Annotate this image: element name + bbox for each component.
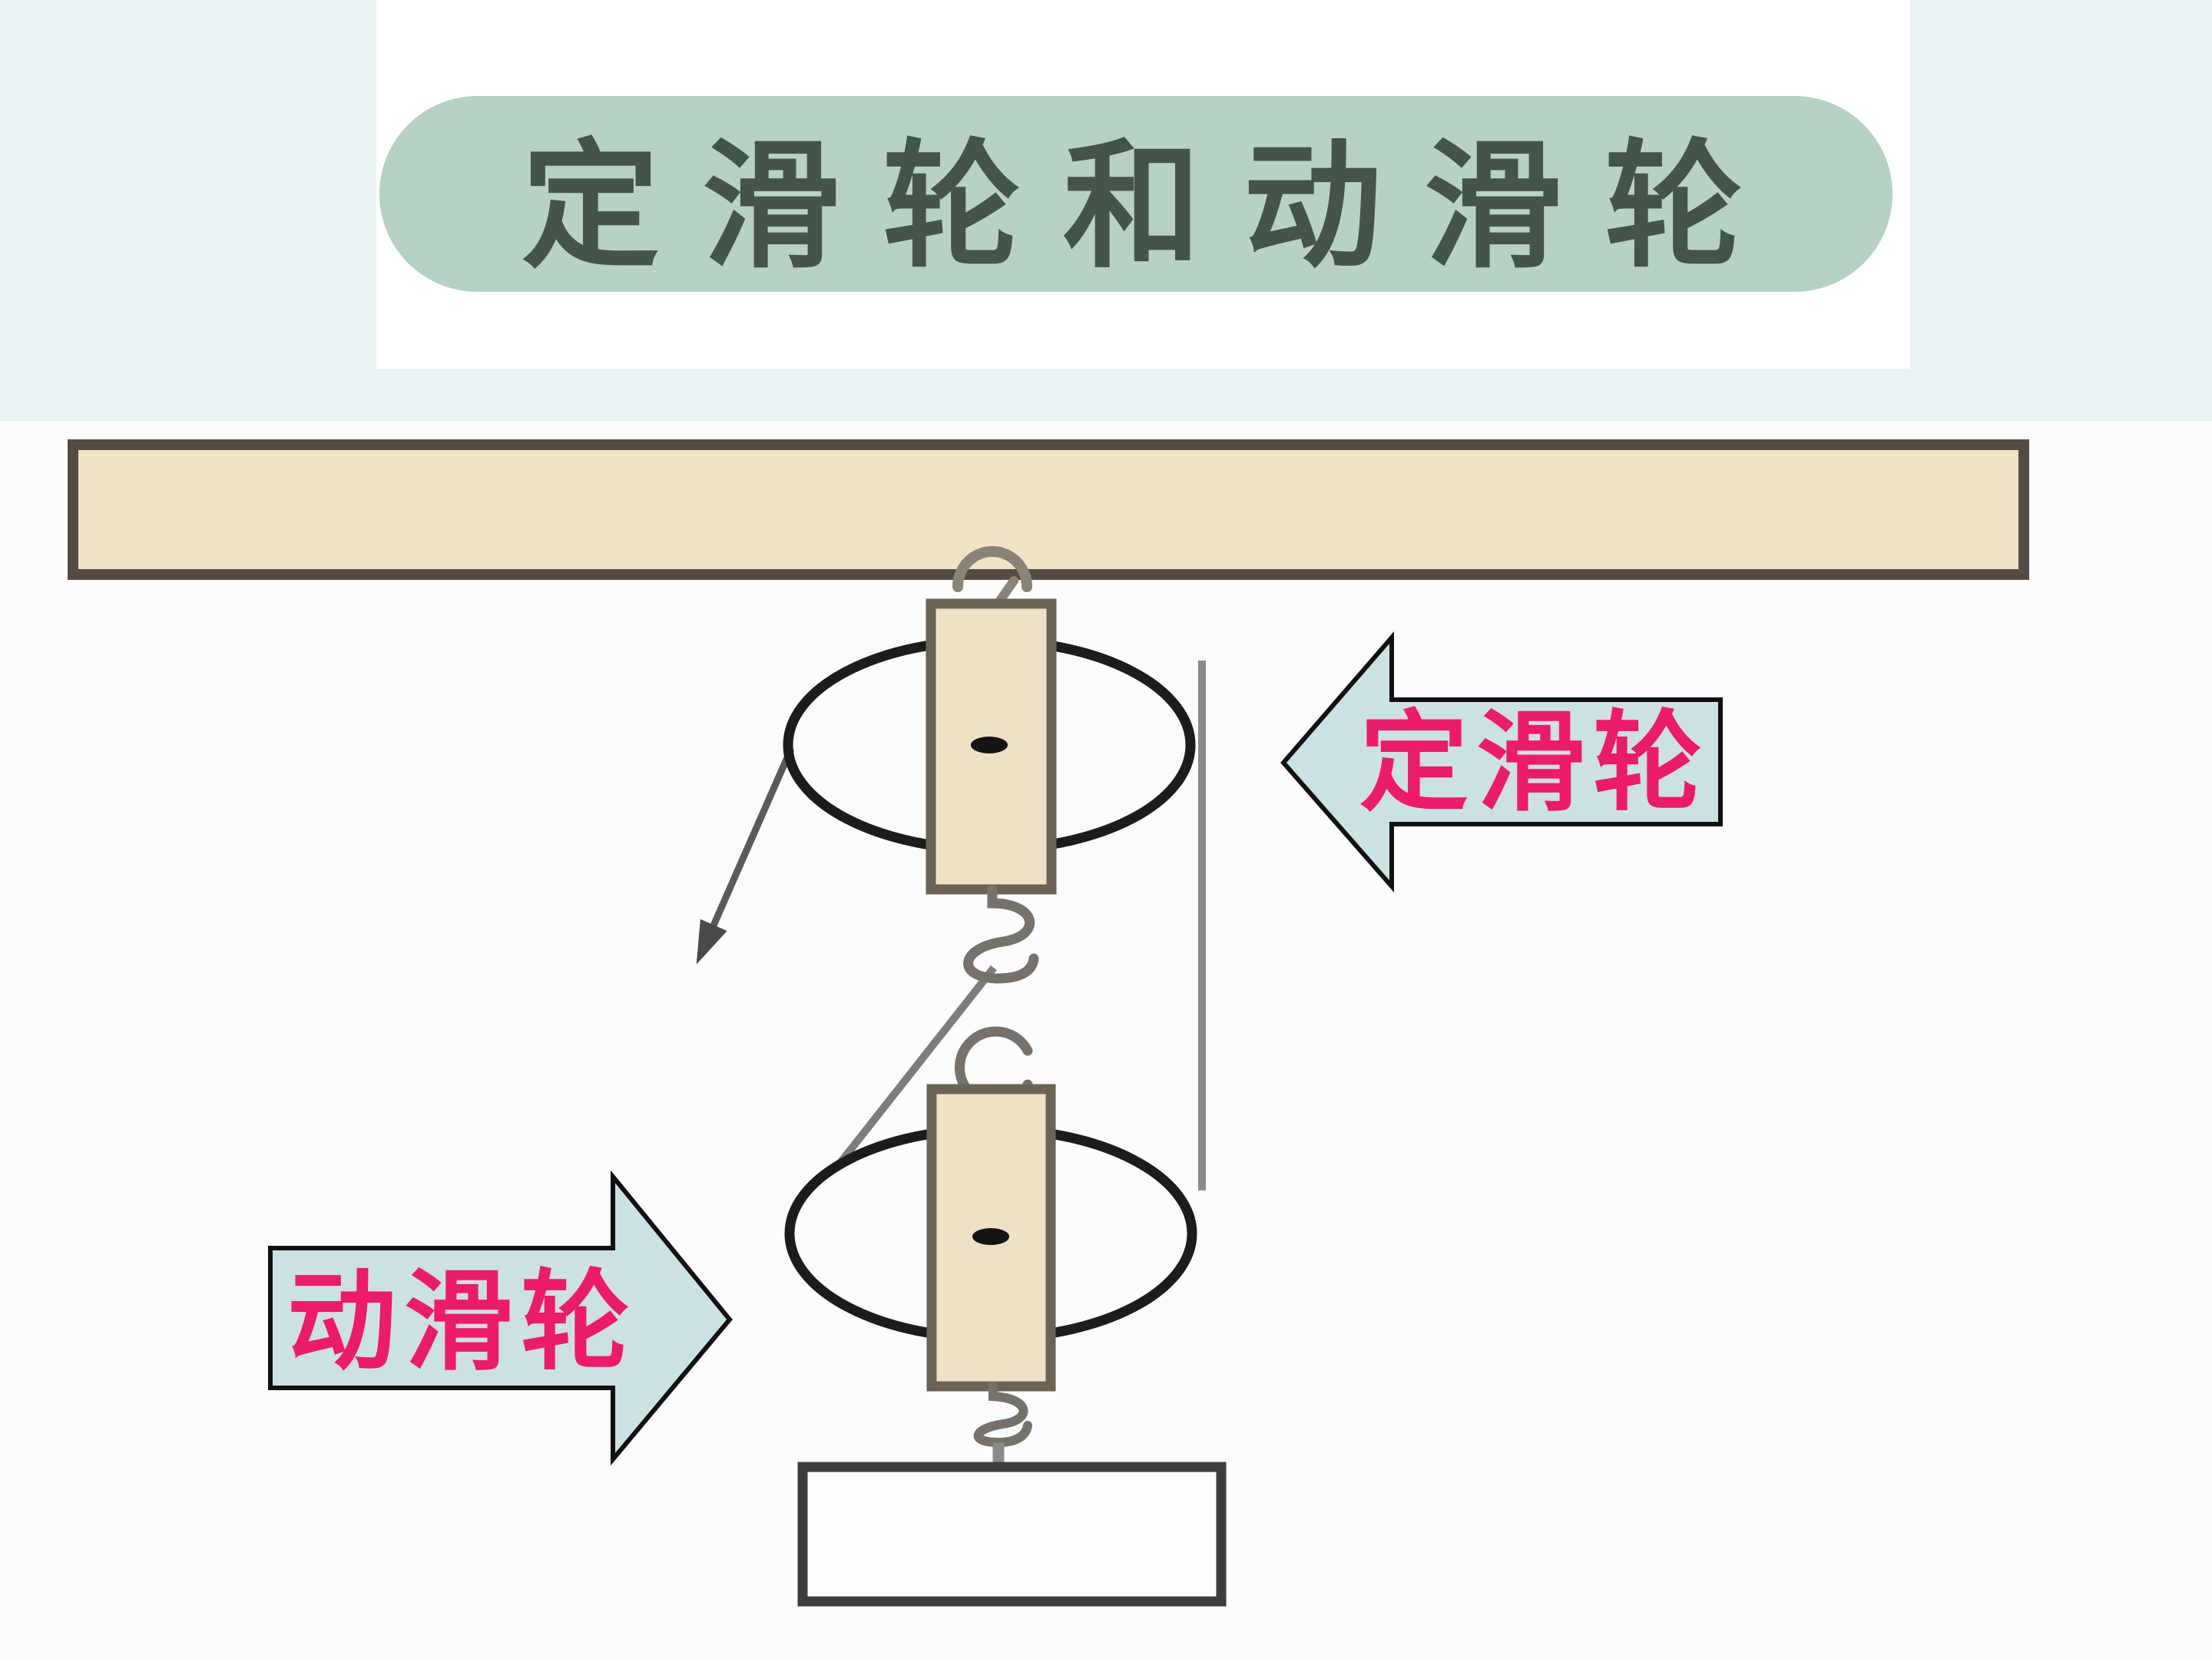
- movable-pulley-bottom-hook-icon: [973, 1382, 1032, 1448]
- pull-arrowhead-icon: [696, 919, 727, 965]
- ceiling-beam: [68, 439, 2029, 580]
- fixed-pulley-bottom-hook-icon: [963, 884, 1039, 984]
- movable-pulley-label-arrow-icon: [268, 1170, 733, 1466]
- fixed-pulley-label: 定滑轮: [1359, 703, 1710, 824]
- beam-hook-icon: [952, 546, 1032, 592]
- pull-rope: [701, 747, 795, 946]
- fixed-pulley-axle: [971, 737, 1008, 753]
- title-pill: 定滑轮和动滑轮: [379, 96, 1892, 292]
- page-title: 定滑轮和动滑轮: [521, 131, 1785, 284]
- diagonal-rope: [834, 965, 997, 1170]
- load-weight-box: [797, 1462, 1227, 1607]
- movable-pulley-label: 动滑轮: [287, 1262, 637, 1383]
- movable-pulley-axle: [972, 1228, 1009, 1245]
- fixed-pulley-label-arrow-icon: [1280, 631, 1723, 892]
